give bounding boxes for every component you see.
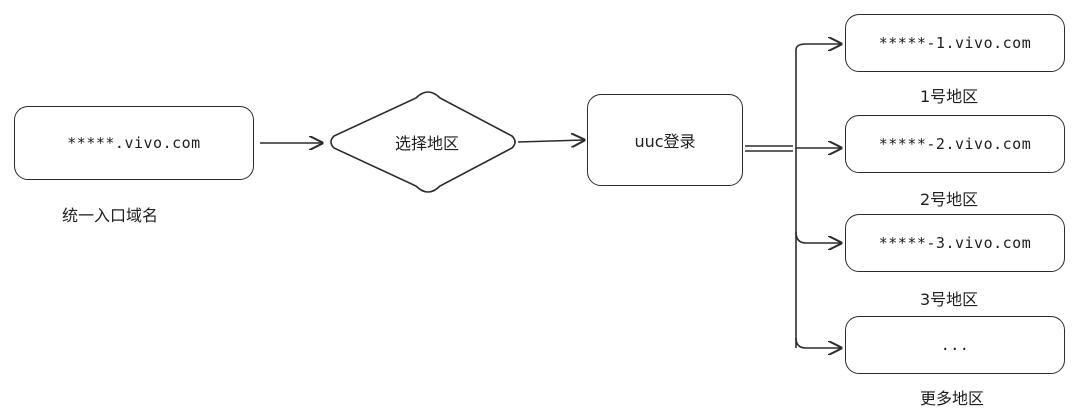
region-2-caption: 2号地区: [920, 190, 979, 209]
region-3-caption: 3号地区: [920, 290, 979, 309]
region-more-ellipsis: ...: [940, 336, 970, 354]
entry-domain-text: *****.vivo.com: [67, 134, 201, 152]
region-more-caption: 更多地区: [920, 389, 985, 408]
region-2-box: *****-2.vivo.com: [845, 115, 1065, 173]
entry-domain-box: *****.vivo.com: [14, 106, 254, 180]
arrow-to-region-3: [795, 231, 841, 243]
region-3-box: *****-3.vivo.com: [845, 214, 1065, 272]
entry-caption: 统一入口域名: [62, 206, 159, 225]
region-1-caption: 1号地区: [920, 87, 979, 106]
decision-label: 选择地区: [394, 134, 459, 153]
region-2-domain: *****-2.vivo.com: [878, 135, 1032, 153]
arrow-to-region-1: [795, 44, 841, 50]
uuc-login-text: uuc登录: [634, 132, 696, 151]
connector-login-to-trunk: [745, 145, 793, 152]
decision-diamond-shape: [330, 91, 516, 193]
region-3-domain: *****-3.vivo.com: [878, 234, 1032, 252]
region-1-box: *****-1.vivo.com: [845, 14, 1065, 72]
region-1-domain: *****-1.vivo.com: [878, 34, 1032, 52]
uuc-login-box: uuc登录: [587, 94, 743, 186]
arrow-to-region-more: [795, 337, 841, 348]
region-more-box: ...: [845, 316, 1065, 374]
arrow-decision-to-login: [517, 140, 584, 142]
